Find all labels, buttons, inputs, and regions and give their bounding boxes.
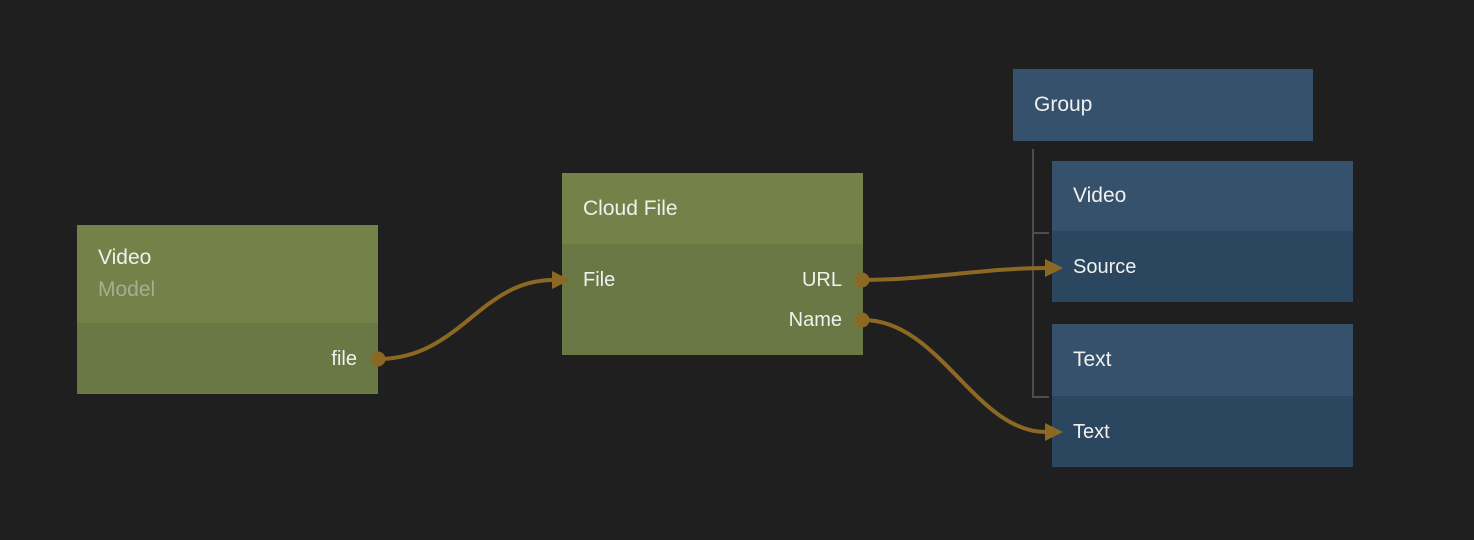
input-port-label-file[interactable]: File xyxy=(583,268,616,291)
port-row-source: Source xyxy=(1052,247,1353,287)
output-port-label-url[interactable]: URL xyxy=(801,268,842,291)
wire-file-to-file[interactable] xyxy=(377,278,554,361)
node-subtitle: Model xyxy=(98,278,156,301)
input-port-label-text[interactable]: Text xyxy=(1073,420,1110,443)
node-group-text-body: Text xyxy=(1052,396,1353,467)
node-video-model-header[interactable]: Video Model xyxy=(77,225,378,323)
port-row-file: file xyxy=(77,339,378,379)
node-group-text[interactable]: Text Text xyxy=(1052,324,1353,467)
node-group[interactable]: Group xyxy=(1013,69,1313,141)
node-video-model[interactable]: Video Model file xyxy=(77,225,378,394)
output-port-label-name[interactable]: Name xyxy=(788,308,842,331)
node-group-header[interactable]: Group xyxy=(1013,69,1313,141)
port-row-text: Text xyxy=(1052,412,1353,452)
group-tree-line xyxy=(1032,149,1049,398)
output-port-label-file[interactable]: file xyxy=(331,347,357,370)
node-cloud-file-body: File URL Name xyxy=(562,244,863,355)
node-group-video-header[interactable]: Video xyxy=(1052,161,1353,231)
node-title: Group xyxy=(1034,93,1093,116)
node-group-text-header[interactable]: Text xyxy=(1052,324,1353,396)
node-cloud-file[interactable]: Cloud File File URL Name xyxy=(562,173,863,355)
wire-url-to-source[interactable] xyxy=(862,266,1047,282)
node-group-video[interactable]: Video Source xyxy=(1052,161,1353,302)
node-video-model-body: file xyxy=(77,323,378,394)
wire-name-to-text[interactable] xyxy=(862,318,1047,434)
node-group-video-body: Source xyxy=(1052,231,1353,302)
node-title: Video xyxy=(98,246,152,269)
node-title: Video xyxy=(1073,184,1127,207)
port-row-file-url: File URL xyxy=(562,260,863,300)
port-row-name: Name xyxy=(562,300,863,340)
node-title: Text xyxy=(1073,348,1112,371)
node-cloud-file-header[interactable]: Cloud File xyxy=(562,173,863,244)
node-title: Cloud File xyxy=(583,196,678,220)
input-port-label-source[interactable]: Source xyxy=(1073,255,1137,278)
